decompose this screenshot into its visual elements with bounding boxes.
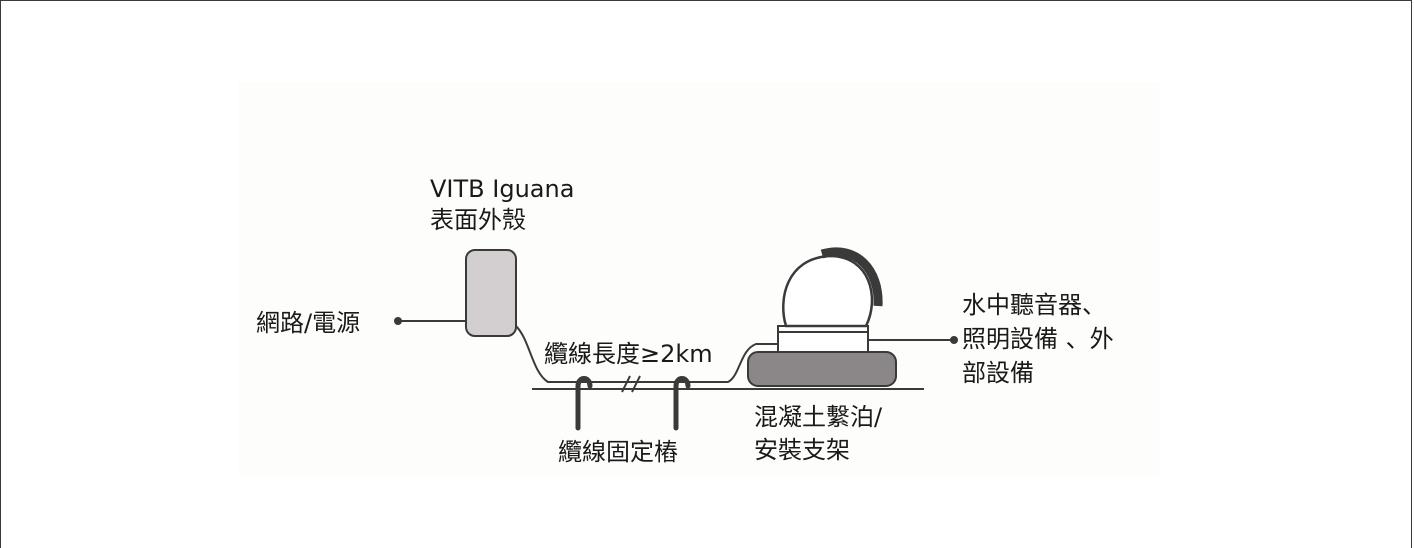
mooring-label-line2: 安裝支架 bbox=[754, 436, 850, 464]
cable-length-label: 纜線長度≥2km bbox=[544, 340, 713, 368]
device-housing bbox=[777, 325, 869, 353]
cable-break-mark-2 bbox=[631, 375, 641, 393]
mooring-label-line1: 混凝土繫泊/ bbox=[754, 403, 883, 431]
cable-break-mark-1 bbox=[621, 375, 631, 393]
enclosure-label-line1: VITB Iguana bbox=[430, 175, 574, 203]
network-power-label: 網路/電源 bbox=[256, 309, 360, 337]
camera-dome bbox=[782, 254, 874, 328]
surface-enclosure bbox=[465, 249, 517, 337]
devices-label-line2: 照明設備 、外 bbox=[962, 325, 1114, 353]
diagram-panel bbox=[238, 82, 1160, 476]
cable-stake-label: 纜線固定樁 bbox=[558, 438, 678, 466]
devices-label-line3: 部設備 bbox=[962, 359, 1034, 387]
camera-dome-shade bbox=[820, 247, 883, 307]
devices-dot bbox=[950, 336, 958, 344]
enclosure-label-line2: 表面外殼 bbox=[430, 206, 526, 234]
devices-label-line1: 水中聽音器、 bbox=[962, 291, 1106, 319]
cable-stake-1 bbox=[575, 376, 593, 431]
concrete-base bbox=[747, 351, 897, 387]
cable-stake-2 bbox=[673, 376, 691, 431]
